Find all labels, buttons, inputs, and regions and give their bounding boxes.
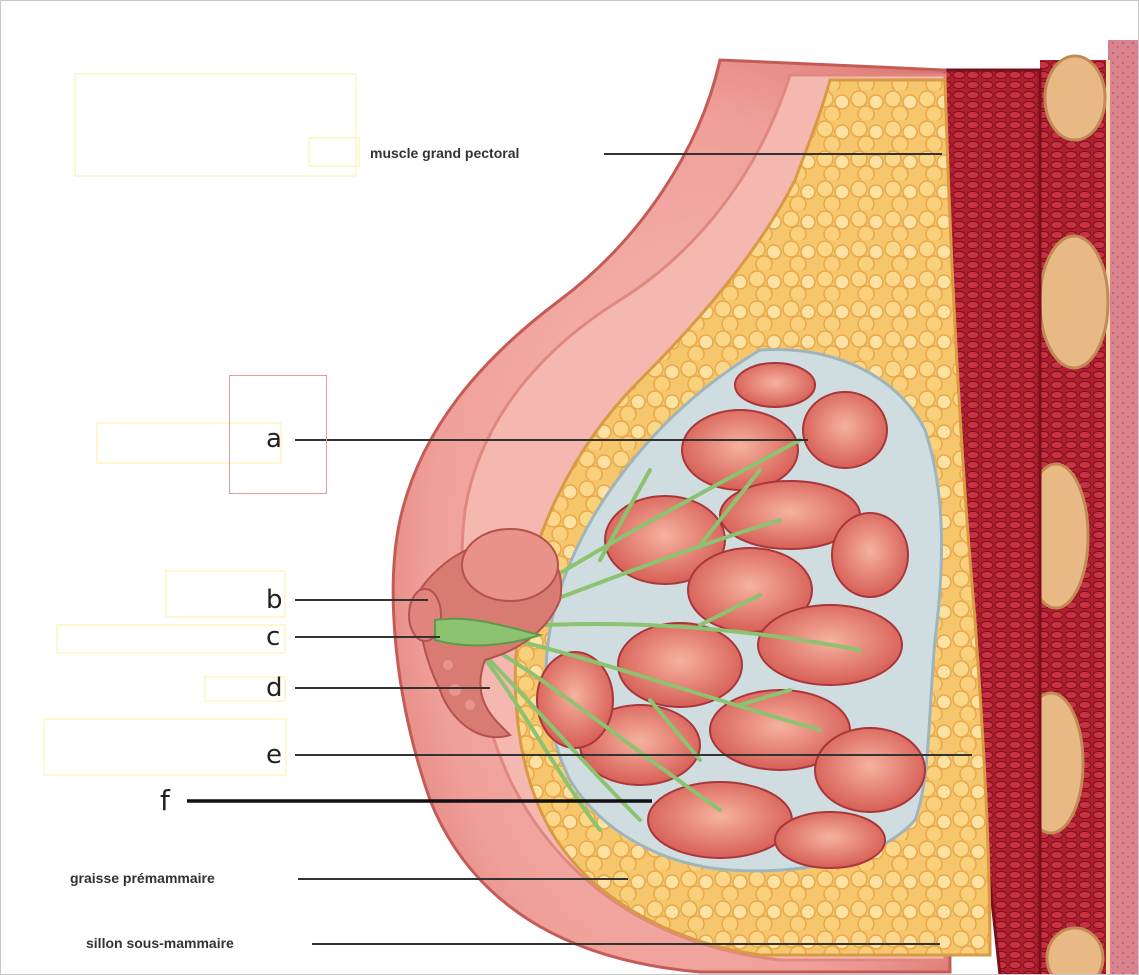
answer-box[interactable] <box>56 624 286 654</box>
label-sillon-sous-mammaire: sillon sous-mammaire <box>86 936 234 950</box>
answer-box[interactable] <box>43 718 287 776</box>
label-e: e <box>266 742 282 768</box>
label-f: f <box>160 787 170 815</box>
answer-box[interactable] <box>308 137 360 167</box>
label-graisse-premammaire: graisse prémammaire <box>70 871 215 885</box>
rib <box>1040 236 1108 368</box>
rib <box>1047 928 1103 975</box>
label-muscle-grand-pectoral: muscle grand pectoral <box>370 146 519 160</box>
label-a: a <box>266 426 282 452</box>
rib <box>1045 56 1105 140</box>
chest-wall <box>1108 40 1139 975</box>
label-b: b <box>266 587 283 613</box>
areola-gland <box>462 529 558 601</box>
label-d: d <box>266 675 283 701</box>
label-c: c <box>266 624 280 650</box>
